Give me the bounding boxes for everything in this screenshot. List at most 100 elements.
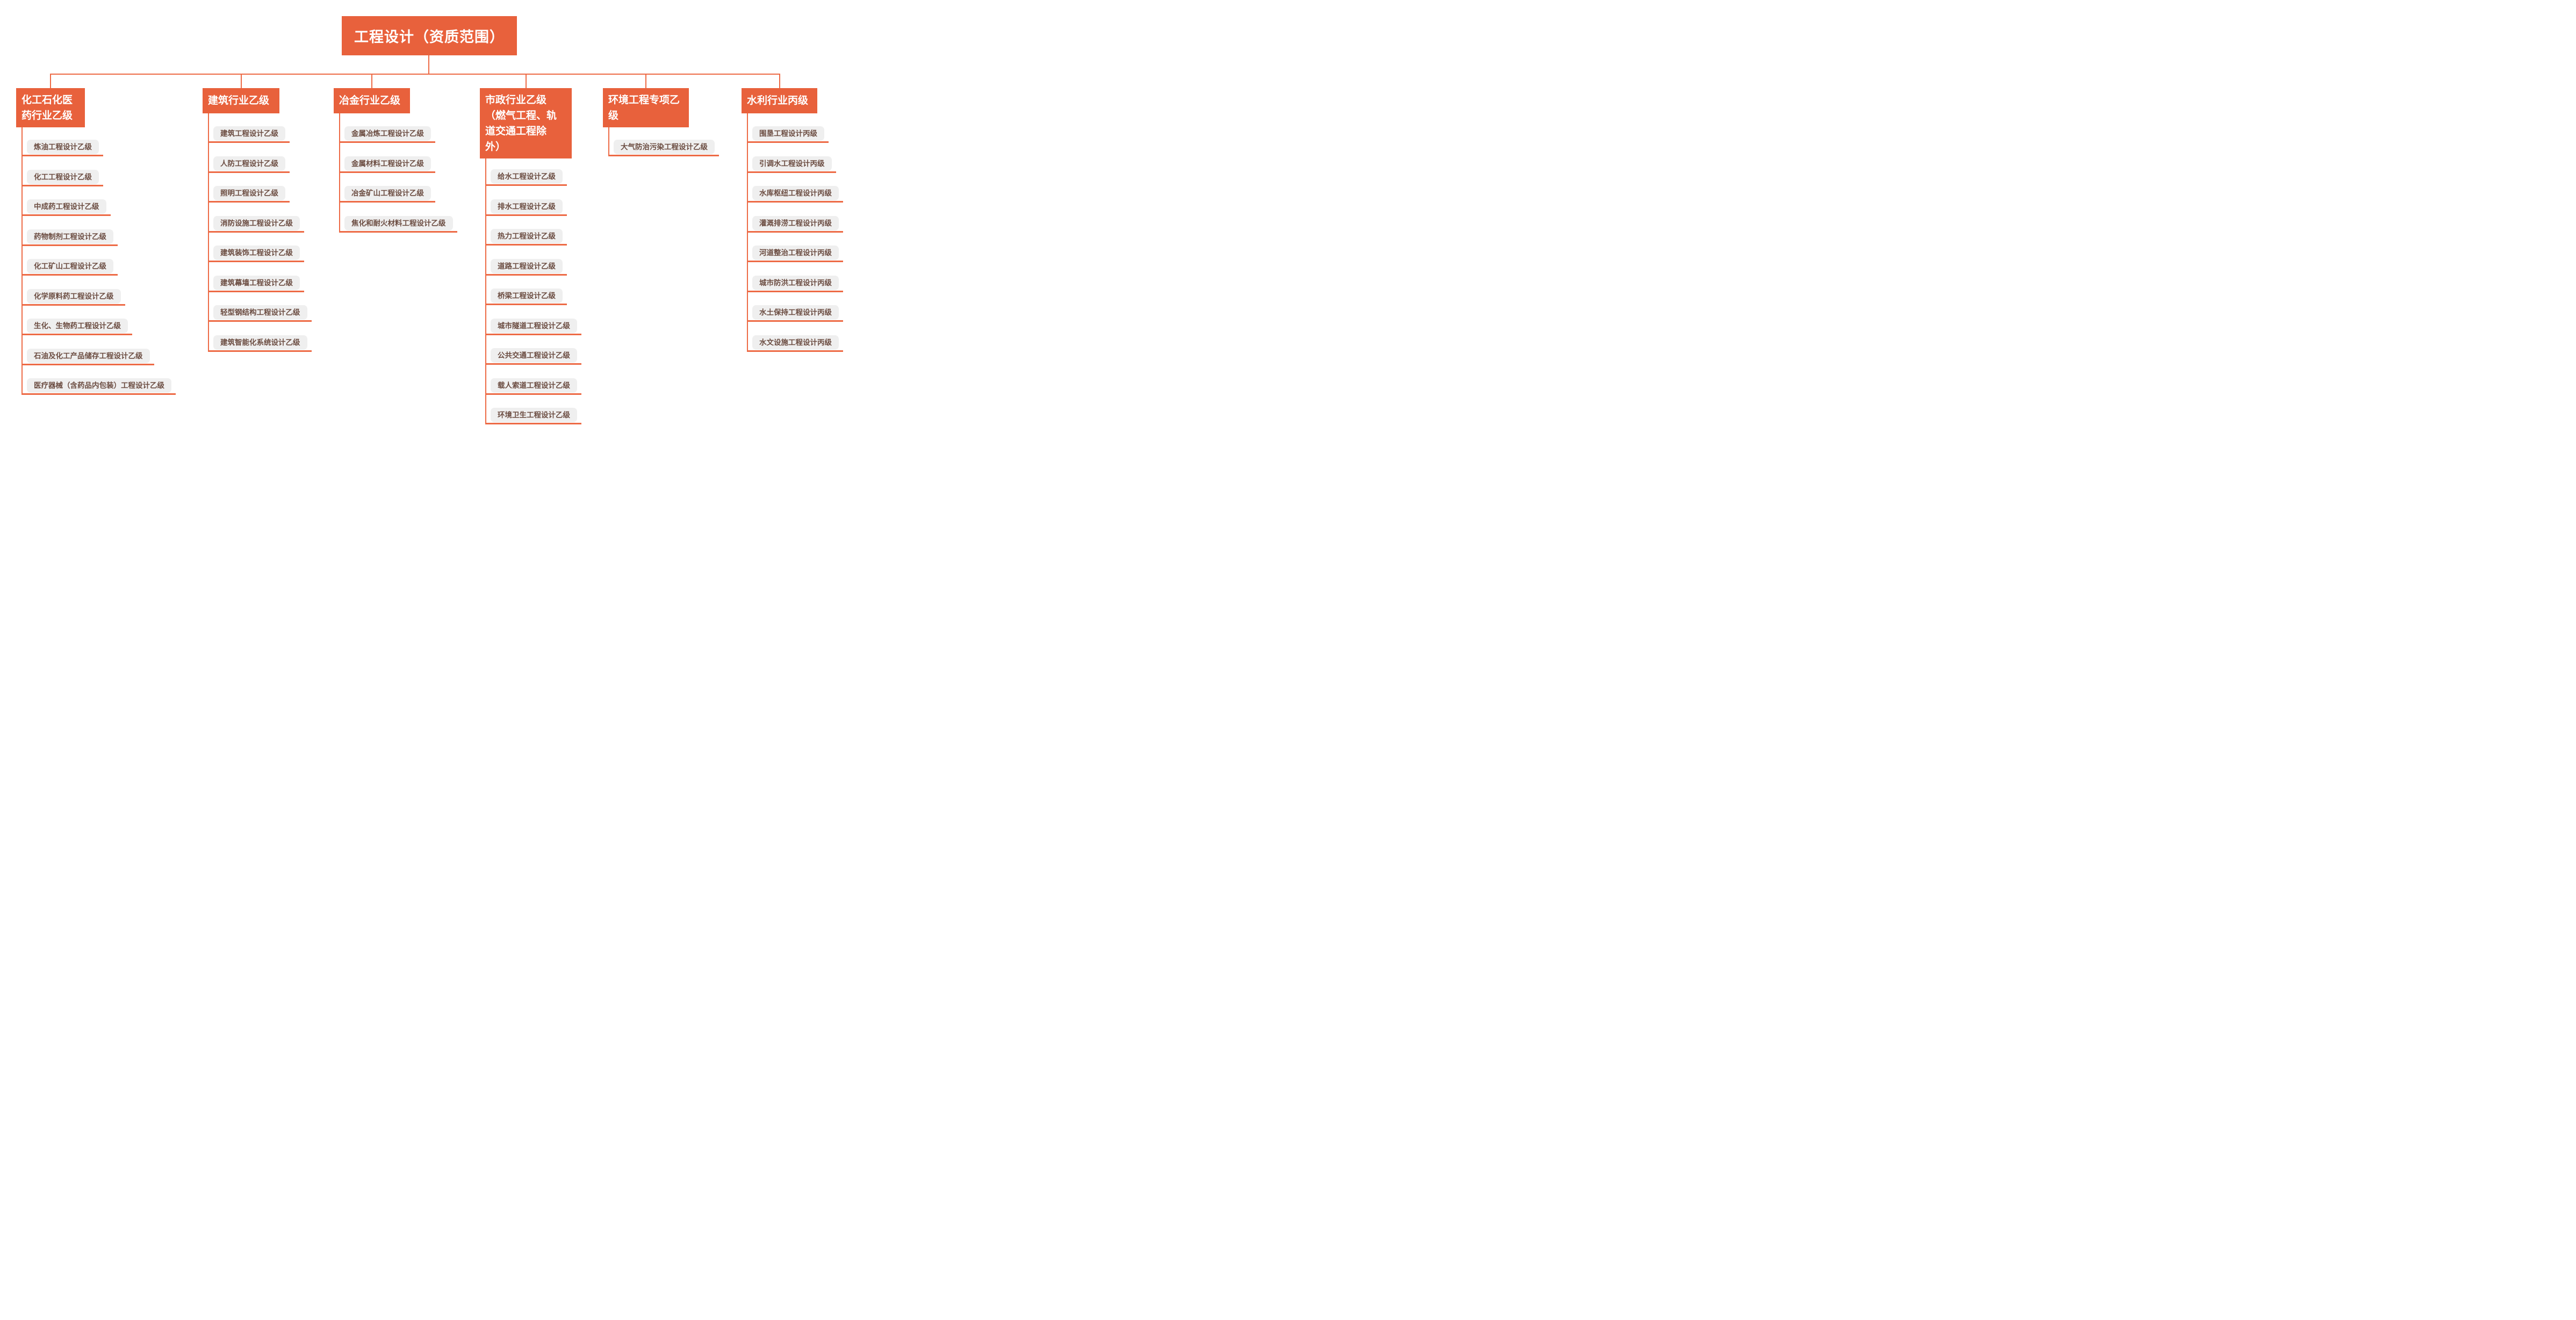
qualification-item-row: 公共交通工程设计乙级 <box>485 348 581 365</box>
qualification-item-row: 排水工程设计乙级 <box>485 199 567 216</box>
item-underline <box>21 364 154 365</box>
item-underline <box>747 171 836 173</box>
item-underline <box>747 350 843 352</box>
qualification-item-row: 道路工程设计乙级 <box>485 259 567 276</box>
item-underline <box>208 320 312 322</box>
qualification-item: 轻型钢结构工程设计乙级 <box>213 305 307 320</box>
qualification-item: 炼油工程设计乙级 <box>27 140 99 154</box>
item-underline <box>339 201 435 203</box>
item-underline <box>339 231 457 233</box>
connector-stub <box>645 74 646 88</box>
qualification-item-row: 载人索道工程设计乙级 <box>485 378 581 395</box>
item-underline <box>21 214 111 216</box>
item-underline <box>485 363 581 365</box>
qualification-item: 建筑智能化系统设计乙级 <box>213 335 307 350</box>
qualification-scope-chart: 工程设计（资质范围） 化工石化医 药行业乙级炼油工程设计乙级化工工程设计乙级中成… <box>0 0 859 440</box>
item-underline <box>747 291 843 292</box>
connector-trunk <box>428 55 429 75</box>
qualification-item-row: 建筑装饰工程设计乙级 <box>208 246 304 262</box>
qualification-item-row: 化工工程设计乙级 <box>21 170 103 186</box>
branch-header: 环境工程专项乙 级 <box>603 88 689 127</box>
qualification-item-row: 化学原料药工程设计乙级 <box>21 289 125 306</box>
qualification-item-row: 热力工程设计乙级 <box>485 229 567 246</box>
qualification-item-row: 环境卫生工程设计乙级 <box>485 408 581 424</box>
item-underline <box>21 244 118 246</box>
item-underline <box>485 334 581 335</box>
item-underline <box>208 350 312 352</box>
item-underline <box>485 274 567 276</box>
qualification-item: 围垦工程设计丙级 <box>752 126 824 141</box>
item-underline <box>208 291 304 292</box>
qualification-item: 人防工程设计乙级 <box>213 156 285 171</box>
item-underline <box>747 231 843 233</box>
qualification-item: 排水工程设计乙级 <box>491 199 563 214</box>
qualification-item-row: 城市隧道工程设计乙级 <box>485 319 581 335</box>
item-underline <box>485 184 567 186</box>
qualification-item: 药物制剂工程设计乙级 <box>27 229 113 244</box>
item-underline <box>208 261 304 262</box>
item-underline <box>21 334 132 335</box>
qualification-item-row: 炼油工程设计乙级 <box>21 140 103 156</box>
qualification-item-row: 化工矿山工程设计乙级 <box>21 259 118 276</box>
item-underline <box>485 244 567 246</box>
branch-header: 建筑行业乙级 <box>203 88 279 113</box>
qualification-item-row: 河道整治工程设计丙级 <box>747 246 843 262</box>
qualification-item: 建筑幕墙工程设计乙级 <box>213 276 300 290</box>
qualification-item: 环境卫生工程设计乙级 <box>491 408 577 422</box>
item-underline <box>608 155 719 156</box>
qualification-item-row: 引调水工程设计丙级 <box>747 156 836 173</box>
qualification-item-row: 水土保持工程设计丙级 <box>747 305 843 322</box>
qualification-item: 消防设施工程设计乙级 <box>213 216 300 230</box>
qualification-item: 医疗器械（含药品内包装）工程设计乙级 <box>27 378 171 393</box>
item-underline <box>747 261 843 262</box>
qualification-item: 建筑装饰工程设计乙级 <box>213 246 300 260</box>
branch-header: 市政行业乙级 （燃气工程、轨 道交通工程除 外） <box>480 88 572 158</box>
qualification-item: 热力工程设计乙级 <box>491 229 563 243</box>
item-underline <box>21 304 125 306</box>
qualification-item-row: 焦化和耐火材料工程设计乙级 <box>339 216 457 233</box>
qualification-item-row: 大气防治污染工程设计乙级 <box>608 140 719 156</box>
qualification-item-row: 人防工程设计乙级 <box>208 156 290 173</box>
qualification-item: 建筑工程设计乙级 <box>213 126 285 141</box>
item-underline <box>21 393 176 395</box>
branch-header: 水利行业丙级 <box>742 88 817 113</box>
item-underline <box>208 201 290 203</box>
qualification-item: 城市防洪工程设计丙级 <box>752 276 839 290</box>
item-underline <box>747 201 843 203</box>
qualification-item-row: 建筑工程设计乙级 <box>208 126 290 143</box>
qualification-item-row: 建筑幕墙工程设计乙级 <box>208 276 304 292</box>
item-underline <box>485 423 581 424</box>
chart-title: 工程设计（资质范围） <box>342 16 517 55</box>
item-underline <box>485 304 567 305</box>
qualification-item: 金属冶炼工程设计乙级 <box>344 126 431 141</box>
qualification-item: 河道整治工程设计丙级 <box>752 246 839 260</box>
connector-stub <box>779 74 780 88</box>
qualification-item-row: 围垦工程设计丙级 <box>747 126 829 143</box>
qualification-item-row: 水文设施工程设计丙级 <box>747 335 843 352</box>
item-underline <box>485 214 567 216</box>
qualification-item: 公共交通工程设计乙级 <box>491 348 577 363</box>
qualification-item: 城市隧道工程设计乙级 <box>491 319 577 333</box>
qualification-item: 道路工程设计乙级 <box>491 259 563 273</box>
qualification-item: 灌溉排涝工程设计丙级 <box>752 216 839 230</box>
connector-stub <box>240 74 242 88</box>
branch-header: 冶金行业乙级 <box>334 88 410 113</box>
item-underline <box>21 155 103 156</box>
qualification-item-row: 石油及化工产品储存工程设计乙级 <box>21 349 154 365</box>
qualification-item-row: 金属冶炼工程设计乙级 <box>339 126 435 143</box>
item-underline <box>208 231 304 233</box>
qualification-item: 引调水工程设计丙级 <box>752 156 832 171</box>
qualification-item-row: 照明工程设计乙级 <box>208 186 290 203</box>
qualification-item-row: 灌溉排涝工程设计丙级 <box>747 216 843 233</box>
branch-spine <box>608 127 609 156</box>
item-underline <box>747 141 829 143</box>
qualification-item: 化工矿山工程设计乙级 <box>27 259 113 273</box>
qualification-item: 金属材料工程设计乙级 <box>344 156 431 171</box>
qualification-item: 化工工程设计乙级 <box>27 170 99 184</box>
item-underline <box>747 320 843 322</box>
qualification-item-row: 建筑智能化系统设计乙级 <box>208 335 312 352</box>
qualification-item-row: 消防设施工程设计乙级 <box>208 216 304 233</box>
qualification-item: 桥梁工程设计乙级 <box>491 288 563 303</box>
item-underline <box>339 141 435 143</box>
connector-rail <box>50 74 780 75</box>
